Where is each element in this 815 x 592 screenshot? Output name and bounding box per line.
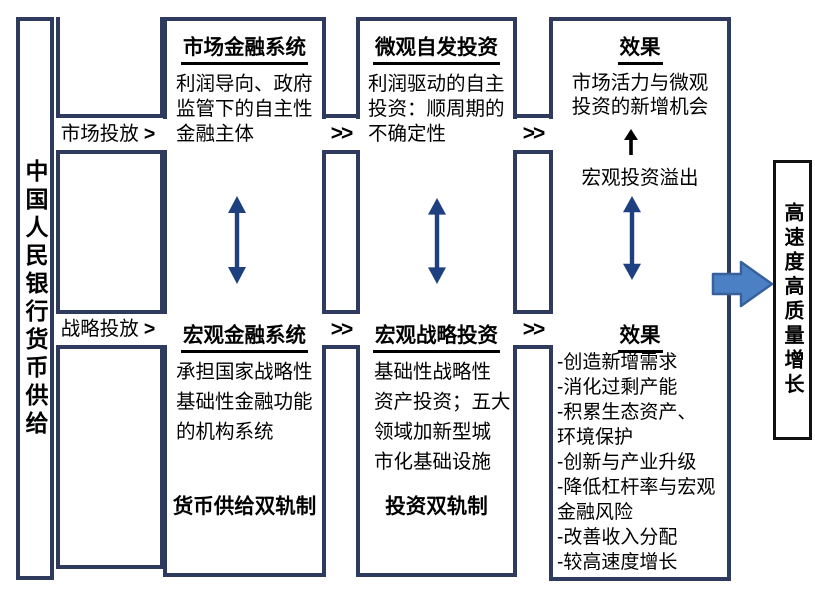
border-gap (161, 314, 170, 345)
market-financial-system-title: 市场金融系统 (163, 30, 326, 65)
micro-spontaneous-investment-body: 利润驱动的自主 投资：顺周期的 不确定性 (368, 73, 505, 145)
pbc-money-supply-label: 中国人民银行货币供给 (22, 158, 48, 439)
column-financial-system (163, 17, 326, 577)
macro-strategic-investment-title: 宏观战略投资 (356, 318, 517, 353)
border-gap (161, 119, 170, 150)
double-arrow-icon (623, 196, 641, 280)
border-gap (353, 314, 362, 345)
market-placement-label: 市场投放> (54, 120, 162, 148)
gt-arrow-icon: > (143, 123, 156, 145)
micro-spontaneous-investment-title: 微观自发投资 (356, 30, 517, 65)
effects-top-body: 市场活力与微观 投资的新增机会 (571, 72, 709, 118)
channel-cap (513, 150, 553, 154)
chevron-right-icon: >> (522, 318, 546, 341)
big-right-arrow-icon (711, 260, 774, 308)
pbc-money-supply-box: 中国人民银行货币供给 (16, 17, 54, 580)
money-supply-dual-track-label: 货币供给双轨制 (172, 495, 317, 518)
channel-cap (513, 345, 553, 349)
channel-cap (513, 310, 553, 314)
effects-bottom-list: -创造新增需求 -消化过剩产能 -积累生态资产、 环境保护 -创新与产业升级 -… (557, 352, 716, 573)
growth-label: 高速度高质量增长 (781, 202, 803, 398)
left-channel-middle (56, 150, 164, 314)
market-financial-system-body: 利润导向、政府 监管下的自主性 金融主体 (176, 73, 313, 145)
chevron-right-icon: >> (522, 122, 546, 145)
channel-cap (322, 310, 360, 314)
border-gap (546, 119, 555, 150)
high-speed-high-quality-growth-box: 高速度高质量增长 (773, 160, 812, 440)
gt-arrow-icon: > (143, 318, 156, 340)
column-investment (356, 17, 517, 577)
border-gap (509, 314, 518, 345)
border-gap (318, 119, 327, 150)
strategic-placement-text: 战略投放 (60, 318, 139, 340)
channel-cap (322, 150, 360, 154)
chevron-right-icon: >> (330, 318, 354, 341)
double-arrow-icon (428, 198, 446, 284)
left-channel-bottom (56, 345, 164, 569)
macro-financial-system-body: 承担国家战略性 基础性金融功能 的机构系统 (176, 361, 313, 443)
column-effects (549, 17, 731, 581)
investment-dual-track-label: 投资双轨制 (385, 495, 488, 518)
border-gap (509, 119, 518, 150)
effects-top-title: 效果 (549, 30, 731, 65)
channel-cap (322, 345, 360, 349)
effects-bottom-title: 效果 (549, 318, 731, 353)
border-gap (353, 119, 362, 150)
border-gap (318, 314, 327, 345)
double-arrow-icon (228, 196, 246, 284)
macro-strategic-investment-body: 基础性战略性 资产投资；五大 领域加新型城 市化基础设施 (374, 361, 511, 473)
up-arrow-icon (624, 129, 638, 155)
chevron-right-icon: >> (330, 122, 354, 145)
left-channel-top (56, 17, 164, 118)
strategic-placement-label: 战略投放> (54, 315, 162, 343)
macro-financial-system-title: 宏观金融系统 (163, 318, 326, 353)
macro-investment-spillover-label: 宏观投资溢出 (581, 167, 699, 189)
channel-cap (322, 114, 360, 118)
border-gap (546, 314, 555, 345)
market-placement-text: 市场投放 (60, 123, 139, 145)
channel-cap (513, 114, 553, 118)
